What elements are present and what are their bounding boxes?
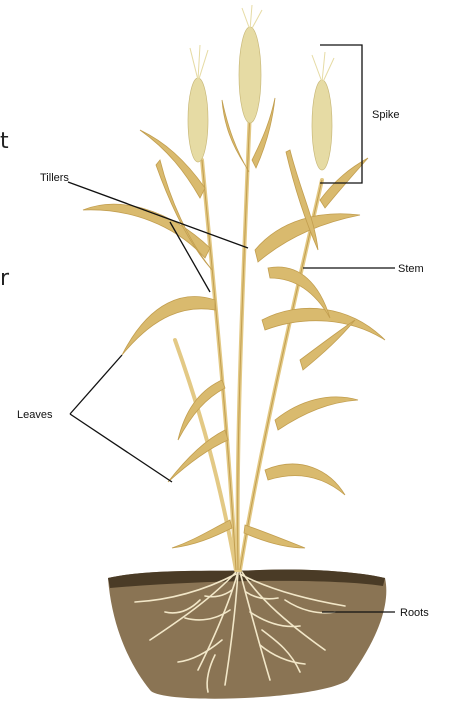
label-tillers: Tillers xyxy=(40,172,69,184)
soil xyxy=(108,569,386,698)
label-roots: Roots xyxy=(400,607,429,619)
label-leaves: Leaves xyxy=(17,409,53,421)
label-spike: Spike xyxy=(372,109,400,121)
label-stem: Stem xyxy=(398,263,424,275)
leaves-line-1 xyxy=(70,355,122,414)
edge-text-fragment-2: r xyxy=(0,266,10,291)
edge-text-fragment-1: t xyxy=(0,129,9,154)
tillers-line-1 xyxy=(68,182,248,248)
wheat-plant-illustration xyxy=(83,5,385,570)
leaves-line-2 xyxy=(70,414,172,482)
